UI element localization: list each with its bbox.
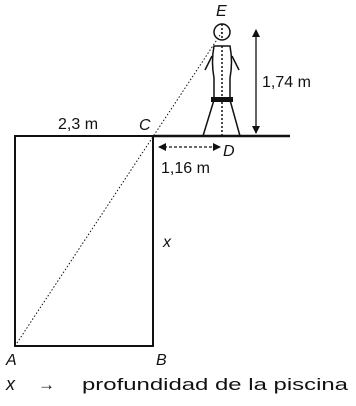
distance-cd-label: 1,16 m [161,160,210,177]
person-height-label: 1,74 m [262,74,311,91]
person-figure [202,23,241,137]
legend-arrow: → [38,375,55,394]
depth-variable-label: x [162,234,172,251]
point-e-label: E [216,3,227,20]
sight-line [14,31,223,347]
point-d-label: D [223,143,235,160]
legend-variable: x [5,374,16,394]
pool-width-label: 2,3 m [58,116,98,133]
legend-description: profundidad de la piscina [82,375,349,394]
point-a-label: A [5,352,17,369]
point-b-label: B [156,352,167,369]
point-c-label: C [139,117,151,134]
pool-rectangle [14,135,154,347]
